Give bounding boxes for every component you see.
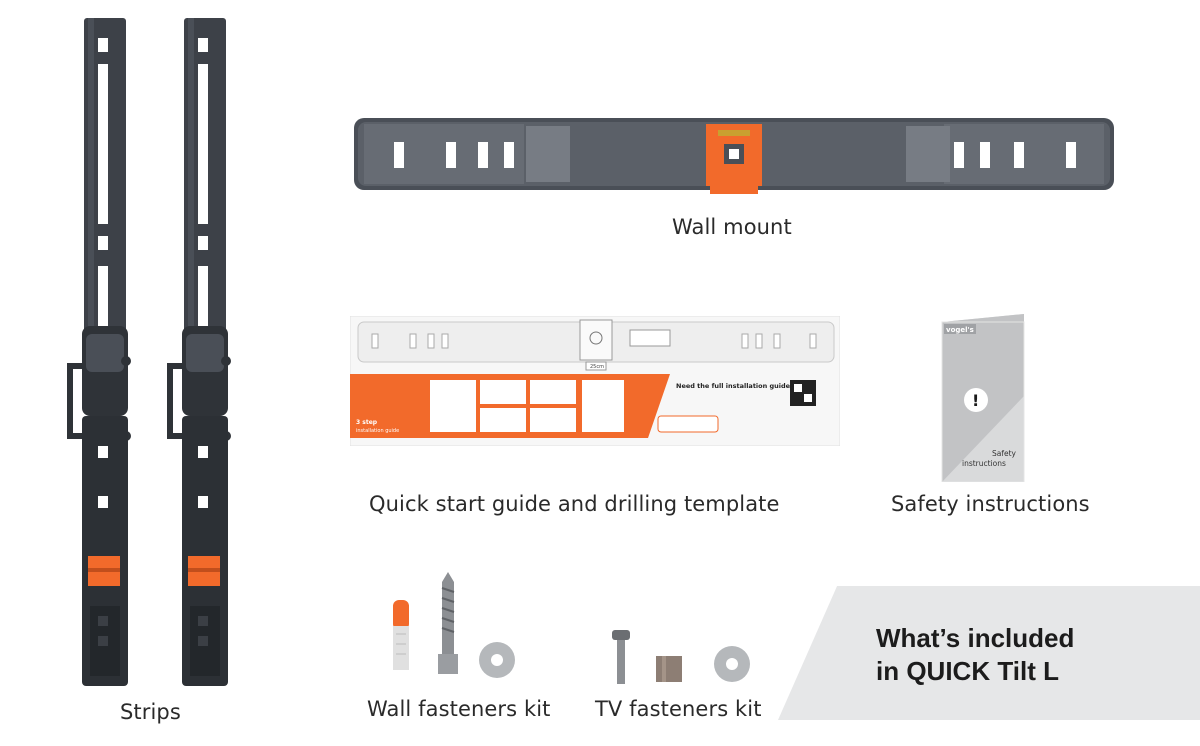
banner-title: What’s included in QUICK Tilt L (876, 622, 1074, 688)
label-quick-start: Quick start guide and drilling template (369, 492, 780, 516)
label-wall-fasteners: Wall fasteners kit (367, 697, 551, 721)
exclamation-icon: ! (972, 391, 979, 410)
label-wall-mount: Wall mount (672, 215, 792, 239)
strip-right (167, 18, 231, 686)
label-tv-fasteners: TV fasteners kit (595, 697, 762, 721)
safety-card-title-1: Safety (992, 449, 1017, 458)
spacer-icon (656, 656, 682, 682)
strip-left (67, 18, 131, 686)
need-full-guide-text: Need the full installation guide? (676, 382, 794, 390)
banner-background (778, 586, 1200, 720)
wall-mount-image (354, 118, 1114, 194)
label-safety: Safety instructions (891, 492, 1090, 516)
label-strips: Strips (120, 700, 181, 724)
guide-step-title: 3 step (356, 419, 378, 426)
dimension-tag: 25cm (590, 364, 604, 370)
safety-instructions-card: vogel's ! Safety instructions (941, 314, 1025, 482)
banner-line-1: What’s included (876, 623, 1075, 653)
washer-icon (479, 642, 515, 678)
wall-plug-icon (393, 600, 409, 670)
tv-bolt-icon (612, 630, 630, 684)
quick-start-guide-image: 25cm 3 step installation guide Need the … (350, 316, 840, 446)
safety-brand: vogel's (946, 326, 974, 334)
banner-line-2: in QUICK Tilt L (876, 656, 1059, 686)
safety-card-title-2: instructions (962, 459, 1006, 468)
lag-screw-icon (438, 572, 458, 674)
tv-washer-icon (714, 646, 750, 682)
guide-step-subtitle: installation guide (356, 428, 399, 434)
